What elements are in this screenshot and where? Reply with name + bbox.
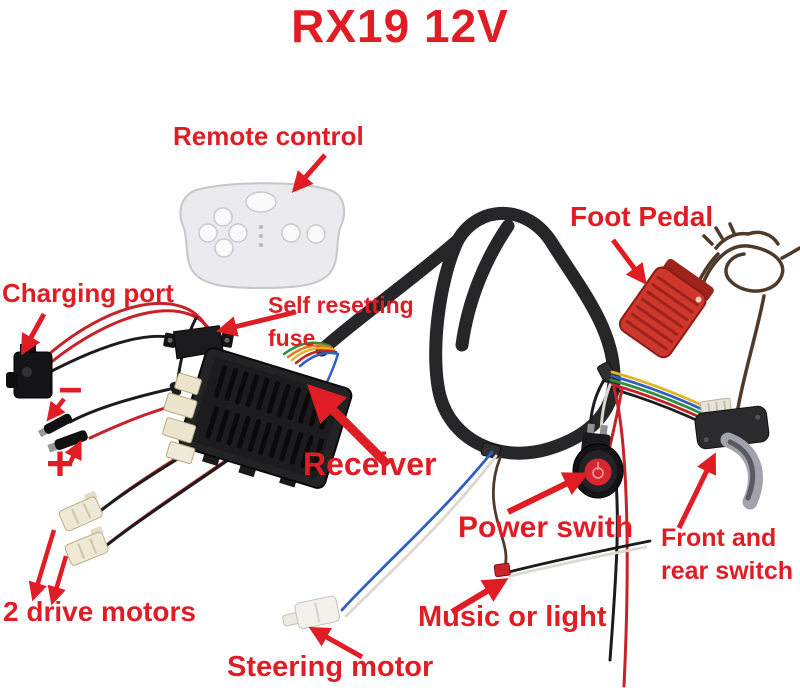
- steering-motor-arrow: [308, 626, 364, 660]
- plus-symbol: +: [46, 438, 75, 491]
- remote-function-button-1: [281, 223, 301, 243]
- foot-pedal-label: Foot Pedal: [570, 201, 714, 232]
- fuse-label-line2: fuse: [268, 325, 316, 351]
- remote-function-button-2: [306, 224, 326, 244]
- front-rear-switch-arrow: [676, 452, 717, 530]
- music-connector: [493, 562, 511, 578]
- foot-pedal-device: [618, 258, 714, 359]
- drive-motors-label: 2 drive motors: [3, 596, 196, 627]
- power-symbol-icon: [592, 462, 604, 479]
- remote-control-label: Remote control: [173, 121, 364, 151]
- front-rear-switch-wires: [607, 370, 710, 426]
- charging-port-label: Charging port: [2, 278, 174, 308]
- foot-pedal-wires: [692, 222, 800, 410]
- remote-indicator-dots: [259, 225, 263, 247]
- remote-down-button: [214, 238, 234, 258]
- remote-control-device: [179, 182, 346, 290]
- receiver-arrow: [306, 383, 392, 469]
- drive-motor-connector-1: [58, 490, 103, 532]
- remote-control-arrow: [291, 153, 327, 193]
- remote-top-button: [245, 191, 277, 213]
- annotation-arrows: [20, 153, 717, 660]
- page-title: RX19 12V: [291, 0, 509, 52]
- charging-port-arrow: [20, 312, 47, 356]
- fuse-arrow: [215, 309, 297, 337]
- steering-motor-connector: [282, 595, 341, 630]
- remote-up-button: [213, 207, 233, 227]
- front-rear-label-line1: Front and: [661, 524, 777, 552]
- steering-motor-label: Steering motor: [227, 651, 434, 683]
- foot-pedal-arrow: [611, 238, 647, 286]
- power-switch-label: Power swith: [458, 511, 634, 544]
- drive-motors-arrow-2: [47, 555, 69, 606]
- steering-music-wires: [340, 450, 652, 618]
- music-arrow: [450, 578, 509, 615]
- drive-motors-arrow-1: [28, 529, 57, 602]
- plus-arrow: [64, 439, 82, 465]
- charging-port-connector: [6, 344, 53, 399]
- drive-motor-connector-2: [64, 526, 109, 566]
- front-rear-switch-device: [694, 397, 770, 510]
- power-switch-arrow: [506, 472, 589, 515]
- receiver-sockets: [162, 372, 202, 465]
- minus-arrow: [46, 397, 66, 422]
- front-rear-label-line2: rear switch: [661, 557, 794, 585]
- fuse-label-line1: Self resetting: [268, 292, 414, 318]
- minus-terminal: [37, 413, 73, 438]
- remote-right-button: [228, 223, 248, 243]
- receiver-device: [162, 346, 353, 489]
- remote-left-button: [198, 223, 218, 243]
- wire-harness-loop: [315, 206, 621, 460]
- receiver-label: Receiver: [303, 446, 437, 482]
- minus-symbol: −: [58, 366, 83, 413]
- pedal-ribs: [625, 275, 699, 351]
- music-or-light-label: Music or light: [418, 601, 607, 633]
